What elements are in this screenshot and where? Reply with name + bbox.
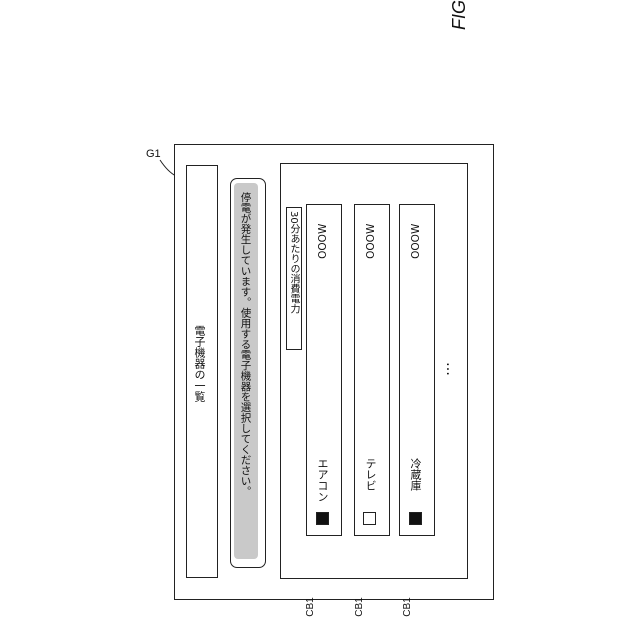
- device-name: エアコン: [317, 458, 328, 502]
- page-title: 電子機器の一覧: [194, 325, 205, 402]
- screen-reference-label: G1: [146, 148, 161, 160]
- outage-message: 停電が発生しています。使用する電子機器を選択してください。: [240, 192, 251, 497]
- device-checkbox-tv[interactable]: [363, 512, 376, 525]
- checkbox-reference-label: CB1: [403, 592, 413, 622]
- checkbox-reference-label: CB1: [355, 592, 365, 622]
- device-power-value: OOOW: [318, 216, 329, 266]
- figure-label: FIG.4: [470, 0, 491, 30]
- device-power-value: OOOW: [366, 216, 377, 266]
- device-checkbox-aircon[interactable]: [316, 512, 329, 525]
- device-checkbox-fridge[interactable]: [409, 512, 422, 525]
- device-name: 冷蔵庫: [410, 458, 421, 491]
- device-name: テレビ: [365, 458, 376, 491]
- device-power-value: OOOW: [411, 216, 422, 266]
- checkbox-reference-label: CB1: [306, 592, 316, 622]
- more-devices-indicator: …: [444, 362, 458, 376]
- power-consumption-header-label: 30分あたりの消費電力: [288, 211, 298, 314]
